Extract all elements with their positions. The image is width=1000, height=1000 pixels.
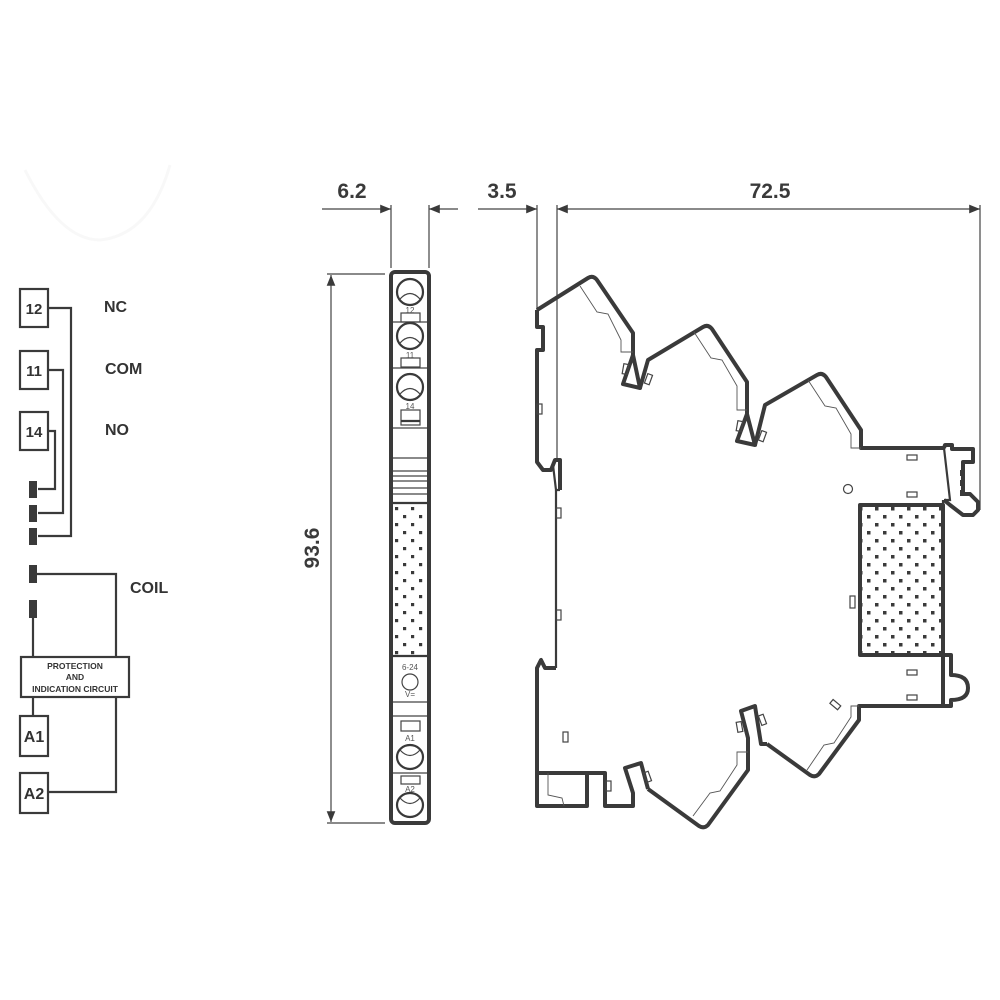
- svg-text:A1: A1: [24, 729, 45, 746]
- no-label: NO: [105, 422, 129, 439]
- terminal-screw-14: 14: [395, 372, 425, 426]
- svg-text:V=: V=: [405, 690, 415, 699]
- terminal-12: 12: [18, 287, 50, 329]
- terminal-a1: A1: [18, 714, 50, 758]
- terminal-a2: A2: [18, 771, 50, 815]
- svg-text:AND: AND: [66, 672, 84, 682]
- coil-bar-bottom: [29, 600, 37, 618]
- svg-text:A2: A2: [405, 785, 415, 794]
- terminal-11: 11: [18, 349, 50, 391]
- svg-text:12: 12: [26, 301, 43, 318]
- watermark: [23, 164, 172, 242]
- width-dimension: 6.2: [337, 180, 366, 203]
- svg-text:12: 12: [406, 306, 415, 315]
- led-indicator: 6-24 V=: [401, 663, 419, 699]
- depth-dimension: 72.5: [750, 180, 791, 203]
- com-label: COM: [105, 361, 142, 378]
- terminal-screw-11: 11: [395, 321, 425, 368]
- svg-text:6-24: 6-24: [402, 663, 419, 672]
- side-view: 3.5 72.5: [478, 180, 981, 830]
- svg-text:11: 11: [406, 351, 415, 360]
- relay-vent-area: [393, 505, 427, 655]
- contact-bar-nc: [29, 528, 37, 545]
- coil-label: COIL: [130, 580, 168, 597]
- terminal-screw-12: 12: [395, 277, 425, 323]
- svg-text:14: 14: [406, 402, 415, 411]
- contact-bar-no: [29, 481, 37, 498]
- terminal-screw-a2: A2: [395, 775, 425, 819]
- nc-label: NC: [104, 299, 128, 316]
- rail-offset-dimension: 3.5: [487, 180, 517, 203]
- wiring-schematic: 12 11 14 NC COM NO COIL PROTECTION: [18, 287, 168, 815]
- terminal-screw-a1: A1: [395, 720, 425, 771]
- protection-circuit-box: PROTECTION AND INDICATION CIRCUIT: [19, 655, 131, 699]
- coil-bar-top: [29, 565, 37, 583]
- relay-vent-area-side: [860, 505, 943, 655]
- svg-text:PROTECTION: PROTECTION: [47, 661, 103, 671]
- terminal-14: 14: [18, 410, 50, 452]
- contact-bar-com: [29, 505, 37, 522]
- svg-text:14: 14: [26, 424, 43, 441]
- front-view: 6.2 93.6 12 11 14: [301, 180, 458, 825]
- svg-text:11: 11: [26, 363, 42, 380]
- svg-text:INDICATION CIRCUIT: INDICATION CIRCUIT: [32, 684, 119, 694]
- height-dimension: 93.6: [301, 528, 324, 569]
- svg-text:A1: A1: [405, 734, 415, 743]
- svg-text:A2: A2: [24, 786, 45, 803]
